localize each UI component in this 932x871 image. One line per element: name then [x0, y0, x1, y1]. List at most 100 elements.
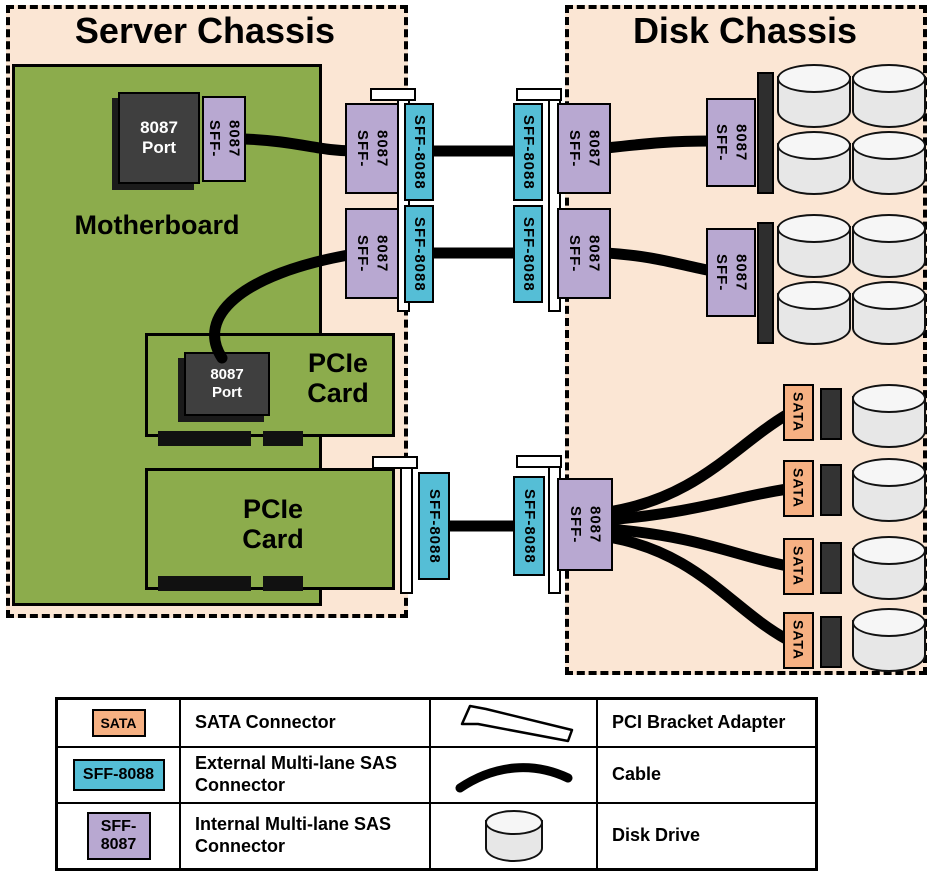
- legend-table: SATA SATA Connector PCI Bracket Adapter …: [55, 697, 818, 871]
- pci-bracket-tab: [370, 88, 416, 101]
- sata-connector: SATA: [783, 384, 814, 441]
- sff-8088-connector: SFF-8088: [513, 205, 543, 303]
- cable: [602, 523, 794, 572]
- connector-label: SFF- 8087: [206, 120, 243, 158]
- connector-label: SFF- 8087: [566, 129, 603, 168]
- sff-8088-connector: SFF-8088: [418, 472, 450, 580]
- connector-label: SFF- 8087: [566, 234, 603, 273]
- sff-8088-connector: SFF-8088: [513, 476, 545, 576]
- connector-label: SFF-8088: [520, 488, 538, 564]
- sff-8087-connector-icon: SFF- 8087: [86, 812, 151, 860]
- sff-8087-connector: SFF- 8087: [706, 98, 756, 187]
- disk-drive: [852, 281, 926, 345]
- pcie-card-1: [145, 333, 395, 437]
- pci-bracket-tab: [372, 456, 418, 469]
- legend-icon-cell: SATA: [58, 700, 181, 748]
- disk-chassis-title: Disk Chassis: [632, 10, 858, 51]
- sff-8087-connector: SFF- 8087: [345, 208, 399, 299]
- legend-row: SFF- 8087 Internal Multi-lane SAS Connec…: [58, 804, 815, 868]
- connector-label: SFF- 8087: [713, 123, 750, 162]
- cable: [600, 135, 718, 154]
- legend-icon-cell: SFF- 8087: [58, 804, 181, 868]
- legend-label: Cable: [598, 748, 815, 804]
- sata-backplane-block: [820, 388, 842, 440]
- connector-label: SFF-8088: [519, 114, 537, 190]
- connector-label: SFF-8088: [410, 216, 428, 292]
- legend-label: PCI Bracket Adapter: [598, 700, 815, 748]
- legend-label: Internal Multi-lane SAS Connector: [181, 804, 431, 868]
- connector-label: SFF-8088: [425, 488, 443, 564]
- disk-drive: [777, 214, 851, 278]
- sata-backplane-block: [820, 616, 842, 668]
- legend-row: SATA SATA Connector PCI Bracket Adapter: [58, 700, 815, 748]
- disk-backplane-bar: [757, 222, 774, 344]
- connector-label: SFF- 8087: [354, 129, 391, 168]
- disk-drive-icon: [484, 810, 543, 862]
- connector-label: SATA: [790, 392, 807, 433]
- legend-icon-cell: [431, 804, 598, 868]
- 8087-port-pcie-card: 8087 Port: [184, 352, 270, 416]
- pcie-edge-connector: [158, 576, 251, 591]
- cable: [602, 531, 794, 646]
- 8087-port-motherboard: 8087 Port: [118, 92, 200, 184]
- motherboard-label: Motherboard: [74, 210, 240, 240]
- cable: [238, 133, 360, 157]
- pcie-edge-connector: [263, 431, 303, 446]
- pcie-card-2: [145, 468, 395, 590]
- connector-label: SATA: [790, 546, 807, 587]
- sff-8088-connector-icon: SFF-8088: [72, 759, 165, 791]
- sata-connector: SATA: [783, 460, 814, 517]
- sff-8087-connector: SFF- 8087: [345, 103, 399, 194]
- disk-backplane-bar: [757, 72, 774, 194]
- disk-drive: [852, 214, 926, 278]
- sff-8088-connector: SFF-8088: [404, 103, 434, 201]
- pcie-card-1-label: PCIe Card: [307, 348, 369, 409]
- connector-label: SATA: [790, 468, 807, 509]
- legend-label: External Multi-lane SAS Connector: [181, 748, 431, 804]
- pcie-edge-connector: [158, 431, 251, 446]
- disk-drive: [852, 458, 926, 522]
- disk-drive: [777, 281, 851, 345]
- sff-8087-connector: SFF- 8087: [557, 103, 611, 194]
- sff-8087-connector: SFF- 8087: [706, 228, 756, 317]
- legend-icon-cell: [431, 748, 598, 804]
- pci-bracket-tab: [516, 455, 562, 468]
- server-chassis-title: Server Chassis: [74, 10, 336, 51]
- legend-label: Disk Drive: [612, 825, 701, 846]
- disk-drive: [852, 64, 926, 128]
- cable: [602, 483, 794, 526]
- connector-label: SFF- 8087: [713, 253, 750, 292]
- connector-label: SFF- 8087: [354, 234, 391, 273]
- sata-connector: SATA: [783, 538, 814, 595]
- connector-label: SFF-8088: [410, 114, 428, 190]
- legend-icon-cell: SFF-8088: [58, 748, 181, 804]
- legend-icon-cell: [431, 700, 598, 748]
- sff-8087-connector: SFF- 8087: [202, 96, 246, 182]
- pci-bracket-tab: [516, 88, 562, 101]
- sata-connector-icon: SATA: [91, 709, 146, 737]
- disk-drive: [777, 64, 851, 128]
- legend-row: SFF-8088 External Multi-lane SAS Connect…: [58, 748, 815, 804]
- disk-drive: [852, 384, 926, 448]
- disk-drive: [852, 608, 926, 672]
- disk-drive: [777, 131, 851, 195]
- disk-drive: [852, 536, 926, 600]
- connector-label: SATA: [790, 620, 807, 661]
- pci-bracket-icon: [460, 704, 573, 743]
- disk-drive: [852, 131, 926, 195]
- connector-label: SFF-8088: [519, 216, 537, 292]
- cable-icon: [455, 763, 572, 793]
- sata-backplane-block: [820, 464, 842, 516]
- sata-connector: SATA: [783, 612, 814, 669]
- sff-8087-connector: SFF- 8087: [557, 208, 611, 299]
- cable: [209, 248, 360, 364]
- pcie-edge-connector: [263, 576, 303, 591]
- sata-backplane-block: [820, 542, 842, 594]
- pci-bracket: [400, 467, 413, 594]
- legend-label: SATA Connector: [181, 700, 431, 748]
- pcie-card-2-label: PCIe Card: [242, 494, 304, 555]
- cable: [602, 408, 794, 518]
- connector-label: SFF- 8087: [567, 505, 604, 544]
